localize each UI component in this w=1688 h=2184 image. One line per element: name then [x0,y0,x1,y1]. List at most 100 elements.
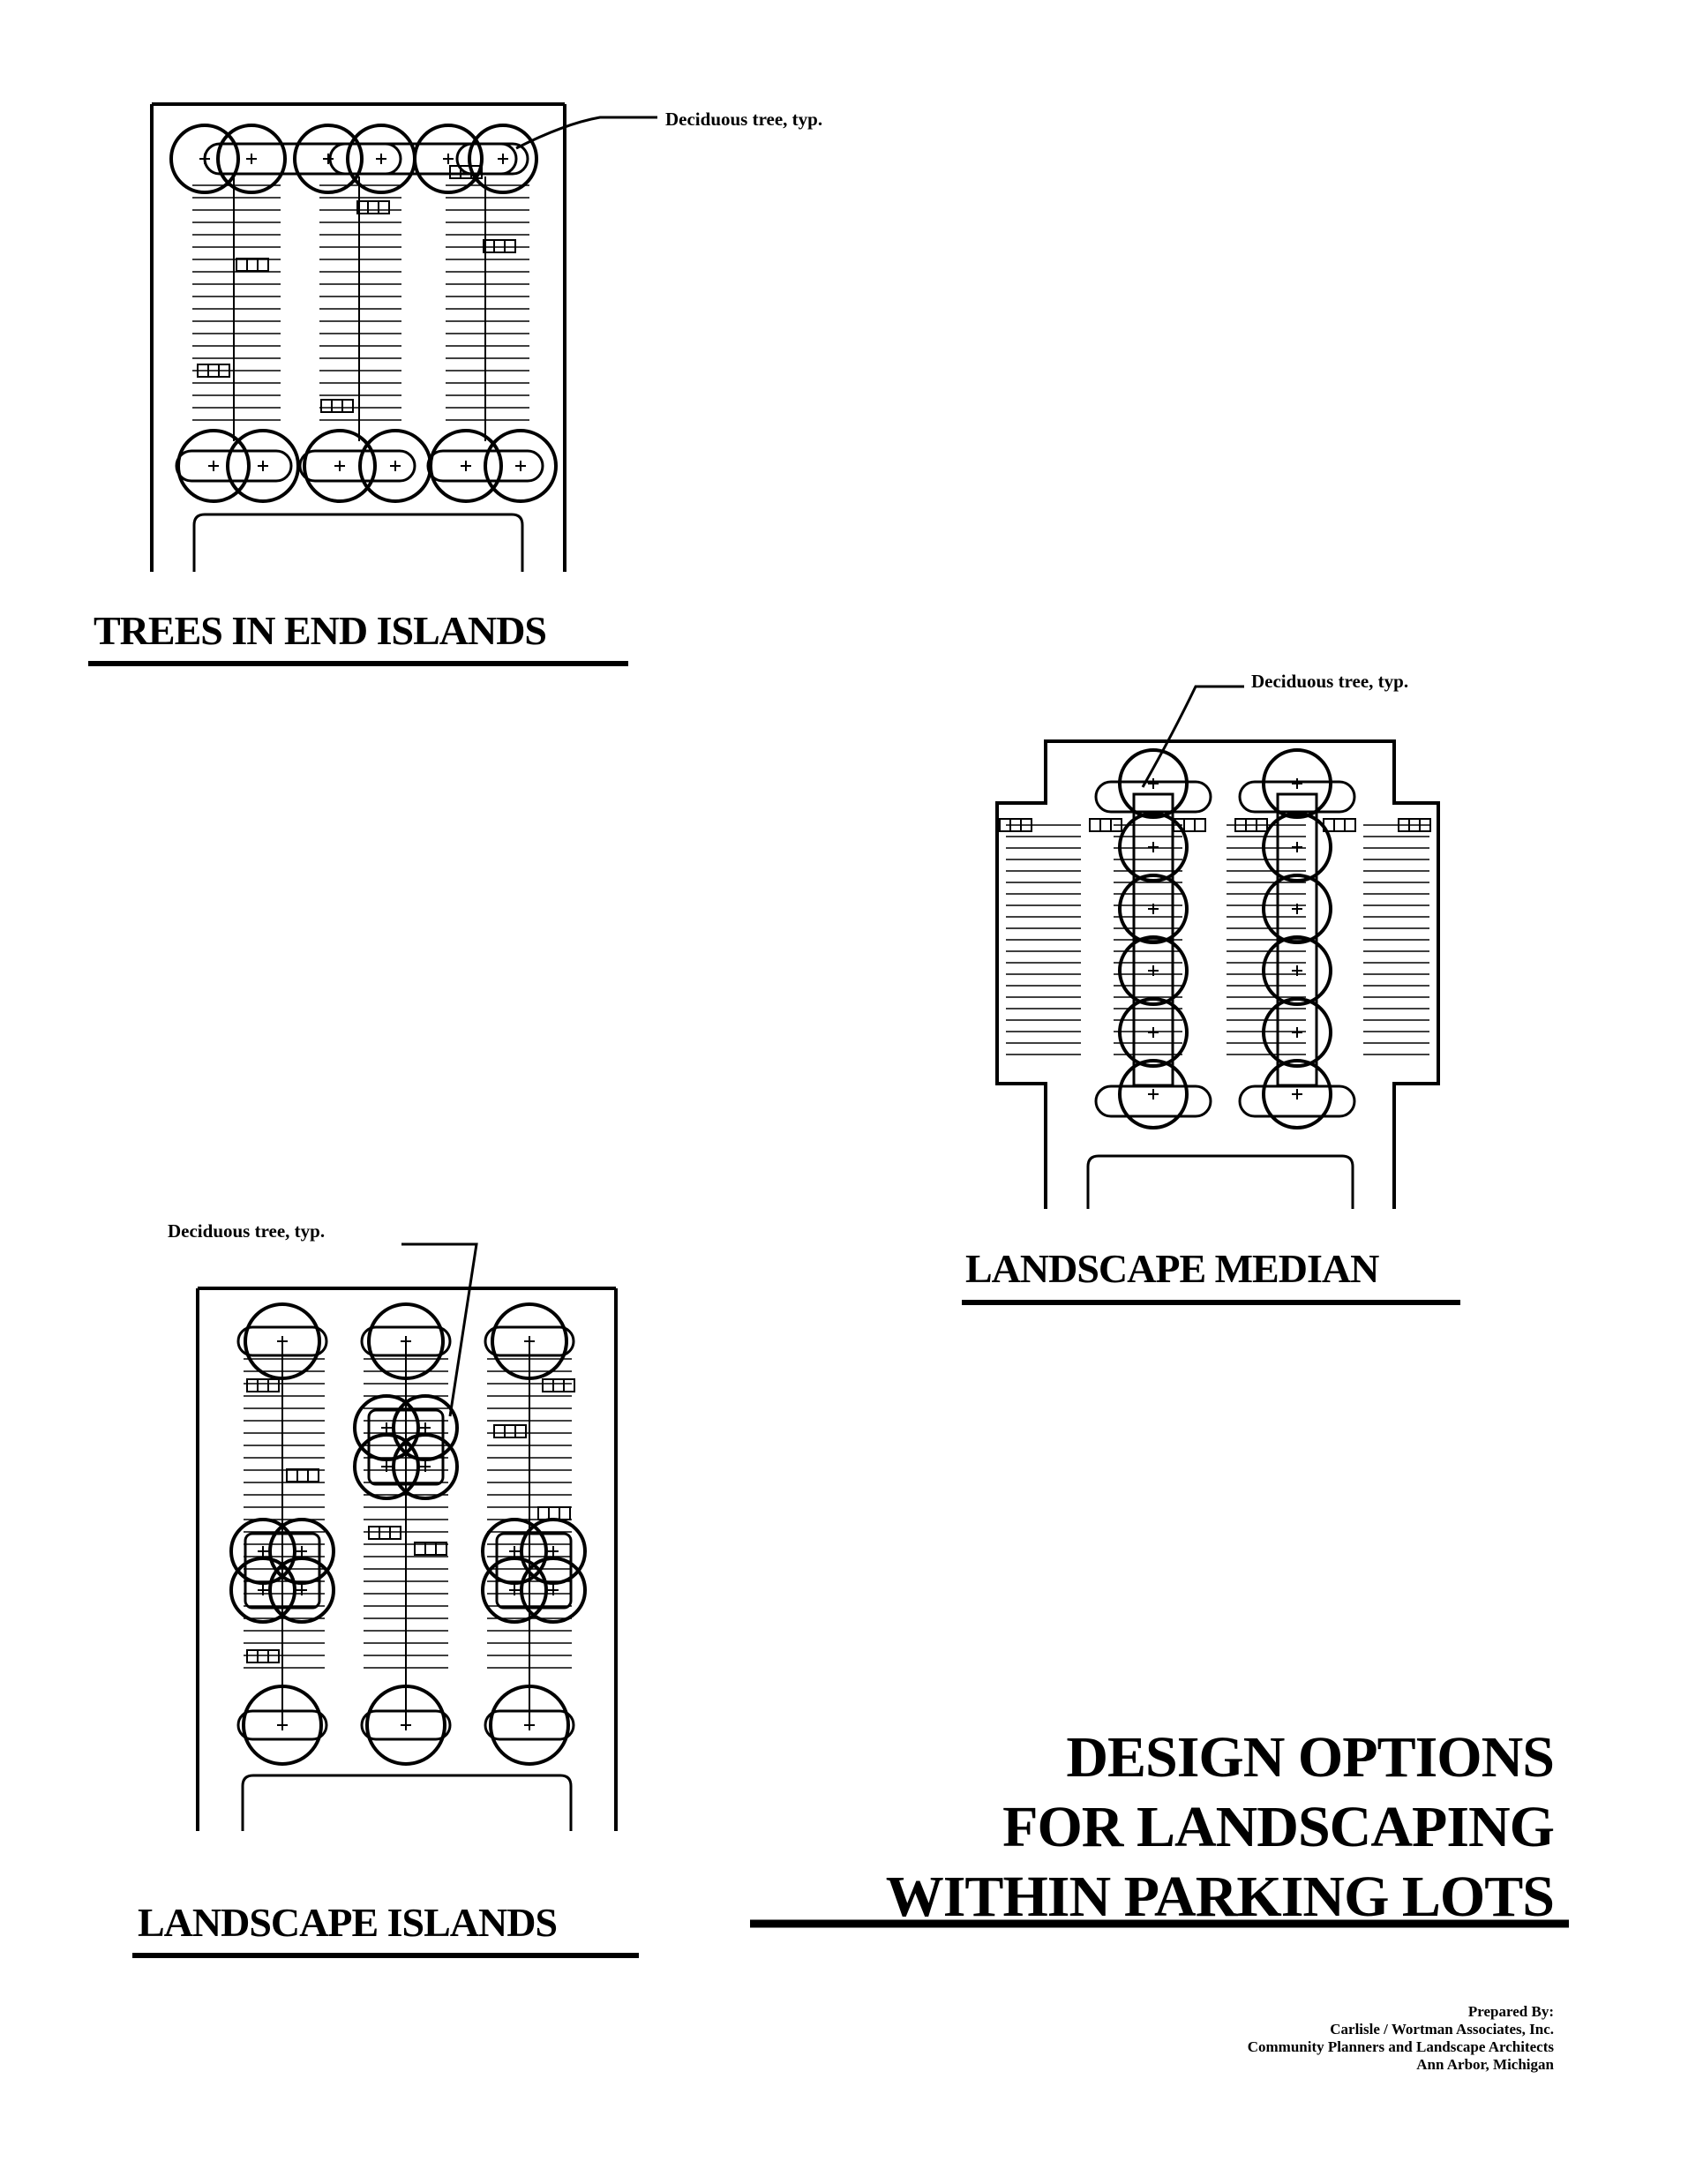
lot-boundary [995,739,1440,1209]
deciduous-tree-icon [1118,748,1189,819]
title-underlines [88,661,1569,1958]
deciduous-tree-icon [520,1557,587,1624]
landscape-islands-plan [196,1242,618,1831]
deciduous-tree-icon [169,124,240,194]
parked-car-icon [286,1468,319,1482]
planting-island [484,1325,575,1357]
planting-island [484,1709,575,1741]
end-islands-callout-label: Deciduous tree, typ. [665,109,823,130]
callout-leader-line [401,1242,478,1417]
parked-car-icon [246,1649,280,1663]
document-title-line-3: WITHIN PARKING LOTS [885,1865,1555,1929]
deciduous-tree-icon [1118,874,1189,944]
deciduous-tree-icon [229,1518,296,1585]
parked-car-icon [368,1526,401,1540]
deciduous-tree-icon [481,1557,548,1624]
parked-car-icon [1173,818,1206,832]
parked-car-icon [483,239,516,253]
parked-car-icon [246,1378,280,1392]
deciduous-tree-icon [268,1518,335,1585]
planting-island [426,449,544,483]
drive-entrance [192,513,524,572]
parked-car-icon [320,399,354,413]
parked-car-icon [356,200,390,214]
drive-entrance [1086,1154,1354,1209]
deciduous-tree-icon [367,1302,445,1380]
parked-car-icon [1398,818,1431,832]
credit-profession: Community Planners and Landscape Archite… [1247,2038,1554,2055]
landscape-median-title: LANDSCAPE MEDIAN [965,1246,1379,1291]
deciduous-tree-icon [481,1518,548,1585]
deciduous-tree-icon [353,1394,420,1461]
deciduous-tree-icon [429,429,503,503]
parked-car-icon [1234,818,1268,832]
deciduous-tree-icon [1262,812,1332,882]
parked-car-icon [542,1378,575,1392]
credit-label: Prepared By: [1467,2003,1554,2020]
deciduous-tree-icon [1262,748,1332,819]
deciduous-tree-icon [468,124,538,194]
planting-island [360,1709,452,1741]
median-callout-label: Deciduous tree, typ. [1251,671,1409,692]
deciduous-tree-icon [491,1302,568,1380]
callout-leader-line [515,116,657,150]
deciduous-tree-icon [1118,997,1189,1068]
deciduous-tree-icon [365,1685,446,1766]
document-title-line-2: FOR LANDSCAPING [1002,1795,1555,1859]
deciduous-tree-icon [242,1685,323,1766]
planting-island [1238,1084,1356,1118]
deciduous-tree-icon [229,1557,296,1624]
parked-car-icon [197,364,230,378]
deciduous-tree-icon [244,1302,321,1380]
deciduous-tree-icon [1262,935,1332,1006]
deciduous-tree-icon [1118,812,1189,882]
planting-island [360,1325,452,1357]
planting-island [367,1408,445,1486]
parked-car-icon [537,1506,571,1520]
trees-in-end-islands-title: TREES IN END ISLANDS [94,608,547,653]
parked-car-icon [1323,818,1356,832]
parked-car-icon [1089,818,1122,832]
credit-firm: Carlisle / Wortman Associates, Inc. [1330,2021,1554,2038]
credit-block: Prepared By: Carlisle / Wortman Associat… [1248,2003,1554,2074]
deciduous-tree-icon [268,1557,335,1624]
deciduous-tree-icon [226,429,300,503]
deciduous-tree-icon [1262,1059,1332,1130]
islands-callout-label: Deciduous tree, typ. [168,1220,326,1242]
parked-car-icon [449,165,483,179]
planting-island [236,1709,328,1741]
callout-leader-line [1141,685,1244,788]
deciduous-tree-icon [1262,874,1332,944]
deciduous-tree-icon [353,1433,420,1500]
planting-island [455,142,529,176]
planting-island [244,1532,321,1610]
deciduous-tree-icon [489,1685,570,1766]
drive-entrance [241,1774,573,1831]
parked-car-icon [493,1424,527,1438]
deciduous-tree-icon [484,429,558,503]
planting-island [236,1325,328,1357]
landscape-islands-title: LANDSCAPE ISLANDS [138,1900,558,1945]
planting-island [328,142,518,176]
deciduous-tree-icon [1118,1059,1189,1130]
deciduous-tree-icon [1262,997,1332,1068]
credit-location: Ann Arbor, Michigan [1416,2056,1554,2073]
parked-car-icon [236,258,269,272]
landscape-median-plan [995,685,1440,1209]
planting-island [495,1532,573,1610]
deciduous-tree-icon [293,124,364,194]
deciduous-tree-icon [303,429,377,503]
planting-island [175,449,293,483]
deciduous-tree-icon [413,124,484,194]
document-title-line-1: DESIGN OPTIONS [1066,1725,1555,1790]
planting-island [203,142,402,176]
planting-island [1094,1084,1212,1118]
parked-car-icon [999,818,1032,832]
deciduous-tree-icon [176,429,251,503]
deciduous-tree-icon [392,1394,459,1461]
parked-car-icon [414,1542,447,1556]
trees-in-end-islands-plan [150,102,657,572]
document-title: DESIGN OPTIONS FOR LANDSCAPING WITHIN PA… [885,1722,1555,1932]
deciduous-tree-icon [216,124,287,194]
